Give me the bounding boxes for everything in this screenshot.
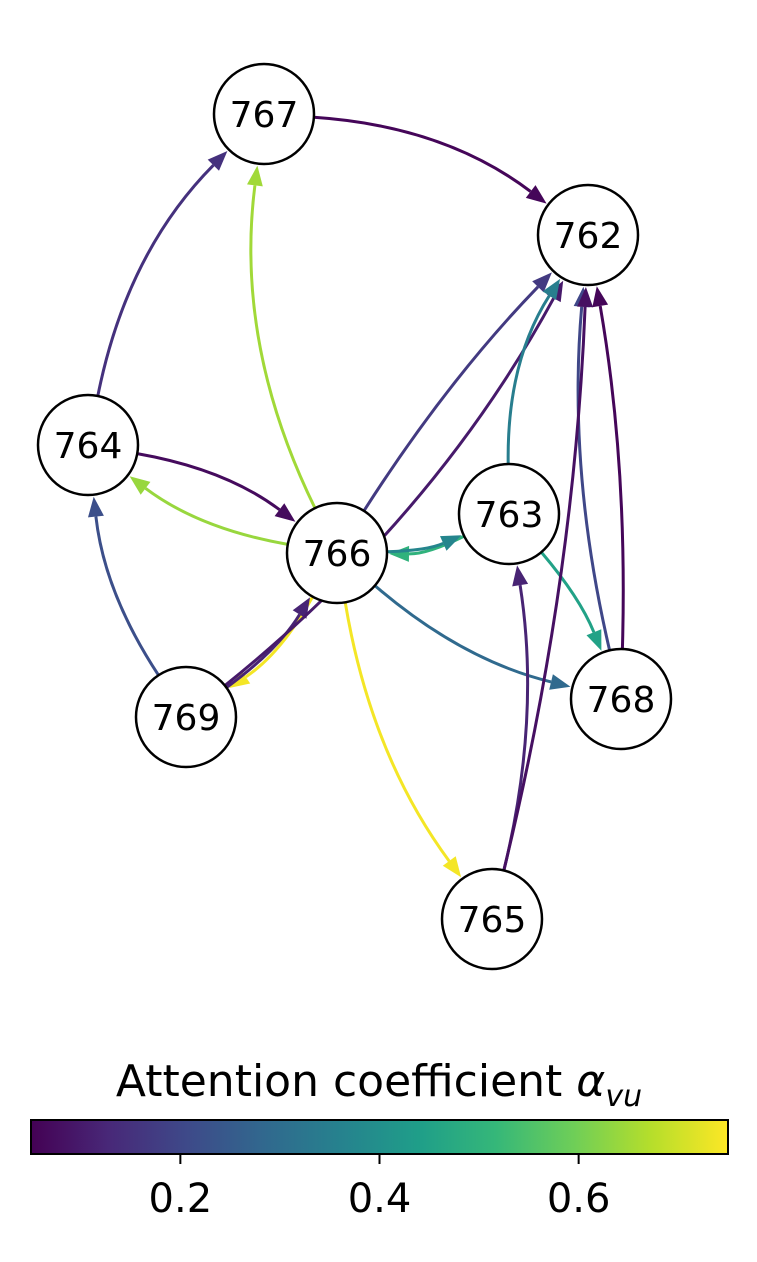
edge-arrowhead-766-767 <box>247 165 263 187</box>
edge-arrowhead-766-763 <box>440 535 462 551</box>
edge-arrowhead-763-762 <box>542 278 561 300</box>
edge-769-762 <box>223 297 555 687</box>
edge-768-762 <box>598 305 625 650</box>
node-circle-763 <box>457 462 561 566</box>
colorbar-tick-label: 0.6 <box>547 1176 611 1222</box>
node-circle-765 <box>440 867 544 971</box>
node-label-766: 766 <box>303 534 372 575</box>
edge-763-766 <box>408 534 465 556</box>
edge-764-766 <box>136 452 281 511</box>
node-circle-762 <box>536 183 640 287</box>
colorbar: Attention coefficient αvu 0.2 0.4 0.6 <box>30 1056 729 1222</box>
node-label-763: 763 <box>475 495 544 536</box>
edge-766-765 <box>343 602 451 862</box>
edge-arrowhead-763-768 <box>586 629 602 651</box>
node-764: 764 <box>36 393 140 497</box>
colorbar-tick-label: 0.4 <box>348 1176 412 1222</box>
edge-763-762 <box>506 294 551 465</box>
node-label-764: 764 <box>54 426 123 467</box>
edge-767-762 <box>313 115 532 193</box>
edge-arrowhead-767-762 <box>525 185 547 204</box>
edge-arrowhead-766-762 <box>532 272 552 293</box>
node-769: 769 <box>134 665 238 769</box>
edge-arrowhead-764-767 <box>207 151 228 171</box>
node-label-768: 768 <box>587 680 656 721</box>
edge-arrowhead-763-766 <box>389 545 410 562</box>
colorbar-title: Attention coefficient αvu <box>116 1056 642 1114</box>
node-label-769: 769 <box>152 698 221 739</box>
edge-766-763 <box>386 542 444 554</box>
edge-arrowhead-766-768 <box>549 674 571 690</box>
edge-769-764 <box>94 516 160 677</box>
edge-766-762 <box>362 285 540 512</box>
edge-766-768 <box>373 584 552 684</box>
colorbar-gradient <box>30 1119 729 1155</box>
colorbar-tick-label: 0.2 <box>149 1176 213 1222</box>
edge-arrowhead-765-762 <box>577 287 594 308</box>
node-765: 765 <box>440 867 544 971</box>
colorbar-ticks: 0.2 0.4 0.6 <box>149 1154 611 1222</box>
node-767: 767 <box>212 62 316 166</box>
edge-764-767 <box>96 164 215 397</box>
edge-arrowhead-764-766 <box>274 503 296 522</box>
node-circle-769 <box>134 665 238 769</box>
edge-arrowhead-769-764 <box>88 496 104 518</box>
node-763: 763 <box>457 462 561 566</box>
node-label-762: 762 <box>554 216 623 257</box>
edge-765-763 <box>502 584 530 871</box>
node-762: 762 <box>536 183 640 287</box>
edge-763-768 <box>540 551 596 633</box>
edges-layer <box>88 115 625 878</box>
nodes-layer: 767 762 764 766 763 769 768 765 <box>36 62 673 971</box>
edge-arrowhead-768-762 <box>592 286 609 308</box>
edge-arrowhead-765-763 <box>512 565 529 587</box>
edge-arrowhead-766-764 <box>129 476 151 495</box>
node-label-765: 765 <box>458 900 527 941</box>
node-circle-768 <box>569 647 673 751</box>
node-circle-766 <box>285 501 389 605</box>
node-circle-764 <box>36 393 140 497</box>
edge-768-762 <box>576 306 612 651</box>
edge-765-762 <box>502 306 587 871</box>
edge-766-767 <box>249 185 317 509</box>
edge-766-764 <box>144 487 289 546</box>
node-766: 766 <box>285 501 389 605</box>
edge-arrowhead-769-766 <box>292 597 310 619</box>
node-768: 768 <box>569 647 673 751</box>
node-label-767: 767 <box>230 95 299 136</box>
node-circle-767 <box>212 62 316 166</box>
edge-arrowhead-766-765 <box>442 856 462 878</box>
edge-769-766 <box>225 613 301 689</box>
